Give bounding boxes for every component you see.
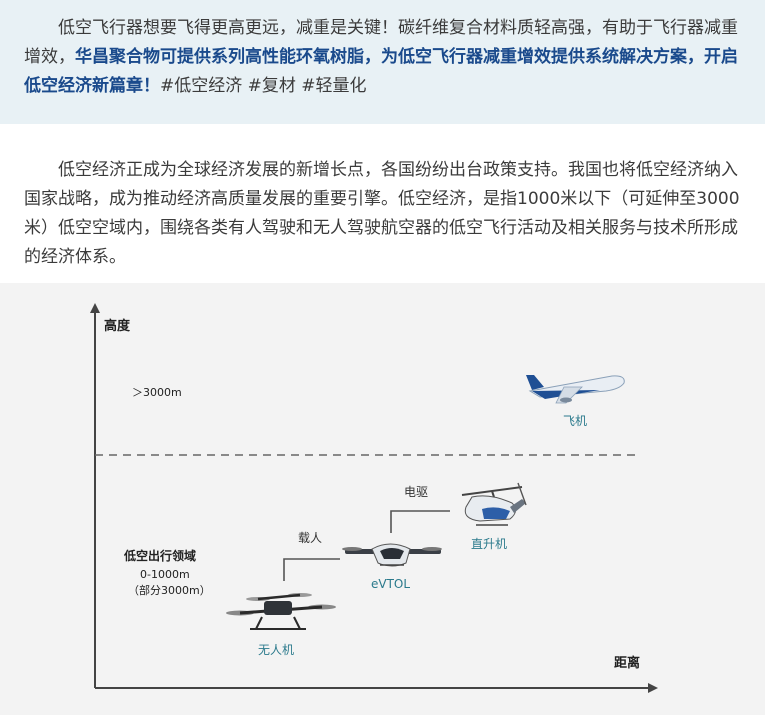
step-connector-2 xyxy=(390,510,450,533)
airplane-label: 飞机 xyxy=(563,414,587,428)
lowzone-title: 低空出行领域 xyxy=(123,548,196,563)
step2-label: 电驱 xyxy=(404,485,428,499)
intro-text: 低空飞行器想要飞得更高更远，减重是关键！碳纤维复合材料质轻高强，有助于飞行器减重… xyxy=(24,18,738,67)
helicopter-label: 直升机 xyxy=(471,537,507,551)
x-axis-arrow xyxy=(648,683,658,693)
evtol-icon xyxy=(342,543,442,567)
intro-paragraph: 低空飞行器想要飞得更高更远，减重是关键！碳纤维复合材料质轻高强，有助于飞行器减重… xyxy=(24,14,746,101)
drone-label: 无人机 xyxy=(258,643,294,657)
y-axis-label: 高度 xyxy=(104,318,131,334)
step1-label: 载人 xyxy=(298,531,322,545)
x-axis-label: 距离 xyxy=(614,655,640,671)
intro-banner: 低空飞行器想要飞得更高更远，减重是关键！碳纤维复合材料质轻高强，有助于飞行器减重… xyxy=(0,0,765,124)
axes xyxy=(90,303,658,693)
helicopter-icon xyxy=(461,482,527,526)
airspace-diagram: 高度 距离 ＞3000m 飞机 直升机 xyxy=(0,283,765,715)
lowzone-note: （部分3000m） xyxy=(128,583,211,597)
diagram-canvas: 高度 距离 ＞3000m 飞机 直升机 xyxy=(90,303,658,693)
step-connector-1 xyxy=(283,558,340,581)
body-paragraph: 低空经济正成为全球经济发展的新增长点，各国纷纷出台政策支持。我国也将低空经济纳入… xyxy=(24,160,740,267)
intro-highlight: 华昌聚合物可提供系列高性能环氧树脂，为低空飞行器减重增效提供系统解决方案，开启低… xyxy=(24,47,738,96)
y-axis-arrow xyxy=(90,303,100,313)
drone-icon xyxy=(226,593,336,630)
lowzone-range: 0-1000m xyxy=(140,568,190,581)
intro-tags[interactable]: #低空经济 #复材 #轻量化 xyxy=(160,76,367,96)
airplane-icon xyxy=(526,375,625,404)
upper-zone-label: ＞3000m xyxy=(132,386,182,399)
evtol-label: eVTOL xyxy=(371,577,410,591)
